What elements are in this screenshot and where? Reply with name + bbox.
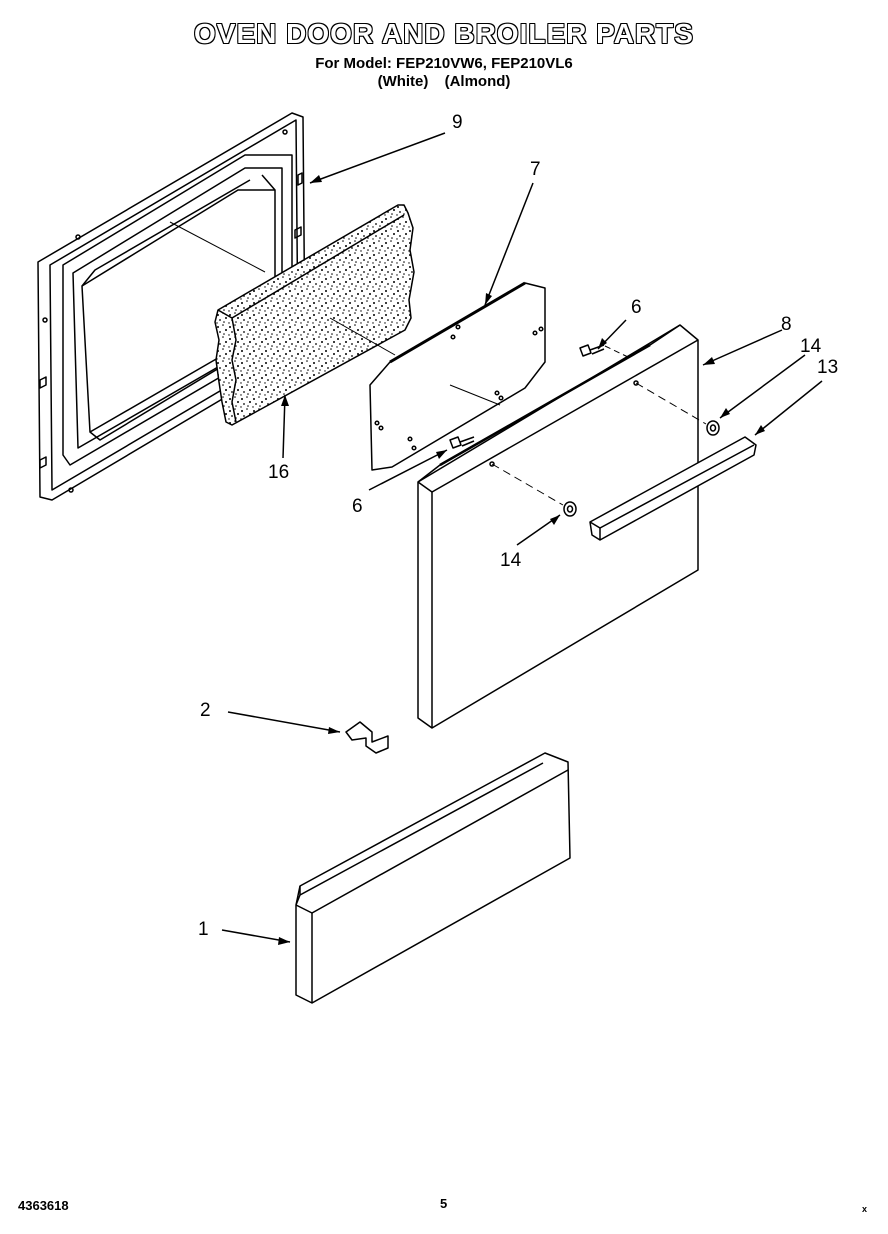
assembly-centerlines <box>169 221 501 406</box>
part-7-inner-panel <box>369 281 546 471</box>
model-line: For Model: FEP210VW6, FEP210VL6 <box>315 55 573 72</box>
callout-6-upper: 6 <box>631 297 642 318</box>
part-14-spacer-upper <box>706 420 720 436</box>
part-1-broiler-panel <box>295 752 571 1004</box>
color-variants: (White) (Almond) <box>0 73 888 90</box>
leader-arrowheads <box>278 175 765 945</box>
part-14-spacer-lower <box>563 501 577 517</box>
color-almond: (Almond) <box>444 73 511 90</box>
color-white: (White) <box>377 73 429 90</box>
part-2-clip <box>345 721 389 754</box>
footer-mark: x <box>862 1204 868 1214</box>
part-8-outer-door <box>417 324 699 729</box>
page-title: OVEN DOOR AND BROILER PARTS <box>194 18 694 49</box>
callout-9: 9 <box>452 112 463 133</box>
callout-7: 7 <box>530 159 541 180</box>
callout-14-upper: 14 <box>800 336 822 357</box>
callout-14-lower: 14 <box>500 550 522 571</box>
callout-2: 2 <box>200 700 211 721</box>
callout-13: 13 <box>817 357 838 378</box>
callout-1: 1 <box>198 919 209 940</box>
callout-16: 16 <box>268 462 289 483</box>
callout-6-lower: 6 <box>352 496 363 517</box>
document-number: 4363618 <box>18 1198 69 1213</box>
callout-8: 8 <box>781 314 792 335</box>
part-16-insulation <box>214 204 415 426</box>
page-number: 5 <box>440 1196 448 1211</box>
part-9-door-liner <box>37 112 306 501</box>
leader-lines <box>221 132 823 943</box>
part-6-screw-lower <box>449 436 475 449</box>
part-13-handle <box>589 436 757 541</box>
